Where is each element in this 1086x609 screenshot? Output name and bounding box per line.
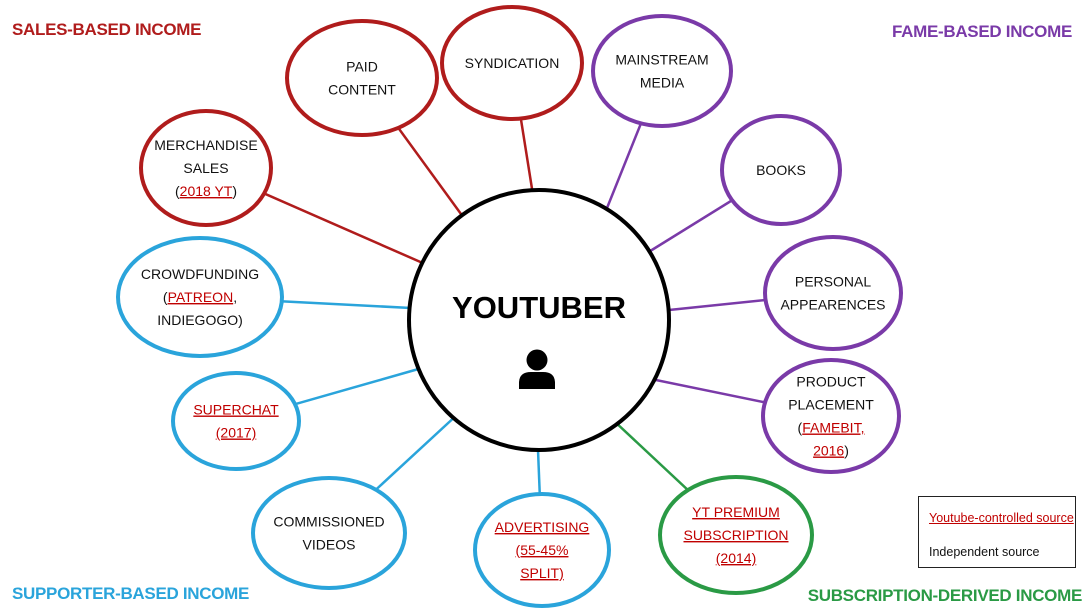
node-ellipse-crowdfunding	[116, 236, 284, 358]
youtube-controlled-text: 2018 YT	[180, 183, 233, 199]
node-crowdfunding: CROWDFUNDING (PATREON, INDIEGOGO)	[116, 236, 284, 358]
node-label-superchat: SUPERCHAT (2017)	[193, 402, 279, 441]
youtube-controlled-text: FAMEBIT,	[802, 420, 864, 436]
independent-text: (	[175, 183, 180, 199]
node-ellipse-product-placement	[761, 358, 901, 474]
independent-text: (	[798, 420, 803, 436]
youtube-controlled-text: YT PREMIUM	[692, 504, 780, 520]
node-commissioned-videos: COMMISSIONED VIDEOS	[251, 476, 407, 590]
youtube-controlled-text: SUPERCHAT	[193, 402, 279, 418]
legend-youtube-controlled: Youtube-controlled source	[929, 511, 1074, 525]
independent-text: PRODUCT	[796, 374, 866, 390]
node-ellipse-commissioned-videos	[251, 476, 407, 590]
independent-text: MAINSTREAM	[615, 52, 708, 68]
node-label-crowdfunding: CROWDFUNDING (PATREON, INDIEGOGO)	[141, 266, 259, 328]
category-sales: SALES-BASED INCOME	[12, 20, 202, 39]
node-product-placement: PRODUCT PLACEMENT (FAMEBIT, 2016)	[761, 358, 901, 474]
node-label-paid-content: PAID CONTENT	[328, 59, 396, 98]
node-label-commissioned-videos: COMMISSIONED VIDEOS	[273, 514, 384, 553]
independent-text: ,	[233, 289, 237, 305]
center-node: YOUTUBER	[407, 188, 671, 452]
independent-text: PLACEMENT	[788, 397, 874, 413]
node-label-advertising: ADVERTISING (55-45% SPLIT)	[495, 519, 590, 581]
legend: Youtube-controlled source Independent so…	[918, 496, 1076, 568]
independent-text: )	[844, 443, 849, 459]
legend-independent: Independent source	[929, 545, 1040, 559]
node-paid-content: PAID CONTENT	[285, 19, 439, 137]
node-ellipse-paid-content	[285, 19, 439, 137]
independent-text: COMMISSIONED	[273, 514, 384, 530]
node-ellipse-personal-appearances	[763, 235, 903, 351]
node-ellipse-mainstream-media	[591, 14, 733, 128]
node-ellipse-advertising	[473, 492, 611, 608]
node-ellipse-merchandise-sales	[139, 109, 273, 227]
center-circle	[407, 188, 671, 452]
category-fame: FAME-BASED INCOME	[891, 22, 1072, 41]
youtube-controlled-text: (55-45%	[516, 542, 569, 558]
independent-text: CONTENT	[328, 82, 396, 98]
independent-text: BOOKS	[756, 162, 806, 178]
youtube-controlled-text: PATREON	[168, 289, 234, 305]
independent-text: (	[163, 289, 168, 305]
node-advertising: ADVERTISING (55-45% SPLIT)	[473, 492, 611, 608]
independent-text: MERCHANDISE	[154, 137, 257, 153]
user-icon	[519, 349, 555, 389]
node-ellipse-syndication	[440, 5, 584, 121]
independent-text: PERSONAL	[795, 274, 871, 290]
independent-text: PAID	[346, 59, 378, 75]
node-syndication: SYNDICATION	[440, 5, 584, 121]
category-subscription: SUBSCRIPTION-DERIVED INCOME	[807, 586, 1083, 605]
node-ellipse-superchat	[171, 371, 301, 471]
node-ellipse-yt-premium	[658, 475, 814, 595]
independent-text: CROWDFUNDING	[141, 266, 259, 282]
node-yt-premium: YT PREMIUM SUBSCRIPTION (2014)	[658, 475, 814, 595]
node-superchat: SUPERCHAT (2017)	[171, 371, 301, 471]
node-label-personal-appearances: PERSONAL APPEARENCES	[780, 274, 885, 313]
independent-text: SYNDICATION	[465, 55, 560, 71]
independent-text: SALES	[183, 160, 228, 176]
youtube-controlled-text: SPLIT)	[520, 565, 564, 581]
node-ellipse-books	[720, 114, 842, 226]
node-mainstream-media: MAINSTREAM MEDIA	[591, 14, 733, 128]
independent-text: INDIEGOGO)	[157, 312, 243, 328]
node-label-books: BOOKS	[756, 162, 806, 178]
node-label-merchandise-sales: MERCHANDISE SALES(2018 YT)	[154, 137, 257, 199]
youtube-controlled-text: 2016	[813, 443, 844, 459]
node-books: BOOKS	[720, 114, 842, 226]
node-personal-appearances: PERSONAL APPEARENCES	[763, 235, 903, 351]
independent-text: MEDIA	[640, 75, 685, 91]
node-label-mainstream-media: MAINSTREAM MEDIA	[615, 52, 708, 91]
youtube-controlled-text: ADVERTISING	[495, 519, 590, 535]
youtube-controlled-text: (2014)	[716, 550, 756, 566]
youtube-controlled-text: (2017)	[216, 425, 256, 441]
node-label-product-placement: PRODUCT PLACEMENT (FAMEBIT, 2016)	[788, 374, 874, 459]
independent-text: APPEARENCES	[780, 297, 885, 313]
independent-text: VIDEOS	[303, 537, 356, 553]
center-label: YOUTUBER	[452, 290, 626, 325]
independent-text: )	[232, 183, 237, 199]
node-merchandise-sales: MERCHANDISE SALES(2018 YT)	[139, 109, 273, 227]
node-label-syndication: SYNDICATION	[465, 55, 560, 71]
node-label-yt-premium: YT PREMIUM SUBSCRIPTION (2014)	[683, 504, 788, 566]
category-supporter: SUPPORTER-BASED INCOME	[12, 584, 250, 603]
youtube-controlled-text: SUBSCRIPTION	[683, 527, 788, 543]
